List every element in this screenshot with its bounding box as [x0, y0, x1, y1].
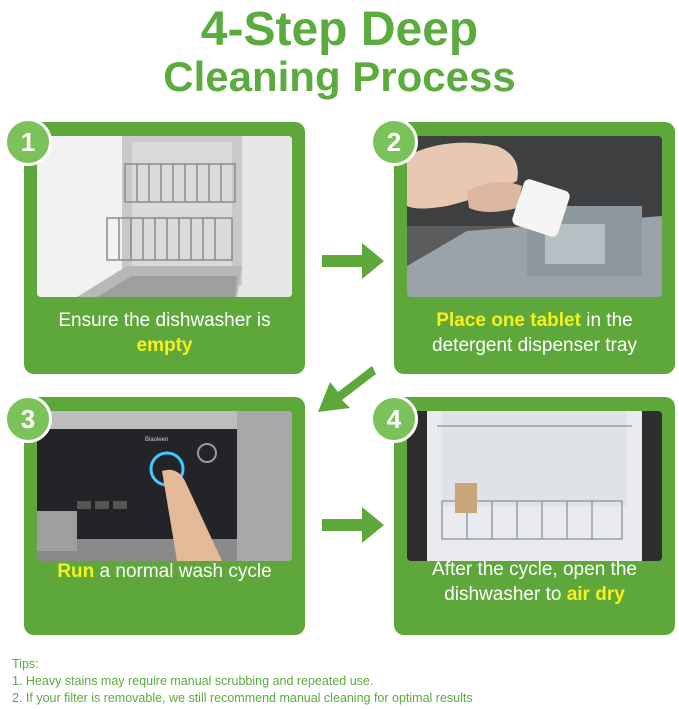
- caption-text: a normal wash cycle: [94, 561, 272, 582]
- step-3-card: Biaoleen Run a normal wash cycle 3: [4, 395, 305, 635]
- caption-text: Ensure the dishwasher is: [58, 310, 271, 331]
- main-title-line-1: 4-Step Deep: [200, 3, 479, 56]
- main-title-line-2: Cleaning Process: [163, 53, 516, 100]
- step-4-caption: After the cycle, open the dishwasher to …: [400, 557, 669, 607]
- caption-highlight: Run: [57, 561, 95, 582]
- caption-highlight: air dry: [566, 584, 625, 605]
- step-3-photo: Biaoleen: [37, 411, 292, 561]
- empty-dishwasher-illustration: [37, 136, 292, 297]
- step-4-badge: 4: [370, 395, 418, 443]
- tip-item: 1. Heavy stains may require manual scrub…: [12, 674, 374, 688]
- arrow-right-icon: [322, 243, 384, 279]
- step-2-photo: [407, 136, 662, 297]
- step-2-card: Place one tablet in the detergent dispen…: [370, 118, 675, 374]
- step-2-badge: 2: [370, 118, 418, 166]
- tips-section: Tips: 1. Heavy stains may require manual…: [12, 656, 473, 707]
- arrow-down-left-icon: [318, 366, 376, 412]
- caption-highlight: empty: [136, 335, 193, 356]
- step-4-card: After the cycle, open the dishwasher to …: [370, 395, 675, 635]
- panel-brand-text: Biaoleen: [145, 437, 168, 443]
- caption-text: in the detergent dispenser tray: [432, 310, 637, 356]
- step-3-caption: Run a normal wash cycle: [30, 559, 299, 584]
- step-3-badge: 3: [4, 395, 52, 443]
- step-1-card: Ensure the dishwasher is empty 1: [4, 118, 305, 374]
- step-4-photo: [407, 411, 662, 561]
- step-2-caption: Place one tablet in the detergent dispen…: [400, 308, 669, 358]
- caption-text: After the cycle, open the dishwasher to: [432, 559, 637, 605]
- open-dishwasher-illustration: [407, 411, 662, 561]
- control-panel-illustration: Biaoleen: [37, 411, 292, 561]
- caption-highlight: Place one tablet: [436, 310, 581, 331]
- step-1-photo: [37, 136, 292, 297]
- tip-item: 2. If your filter is removable, we still…: [12, 691, 473, 705]
- step-1-caption: Ensure the dishwasher is empty: [30, 308, 299, 358]
- arrow-right-icon: [322, 507, 384, 543]
- step-1-badge: 1: [4, 118, 52, 166]
- tips-heading: Tips:: [12, 657, 39, 671]
- tablet-dispenser-illustration: [407, 136, 662, 297]
